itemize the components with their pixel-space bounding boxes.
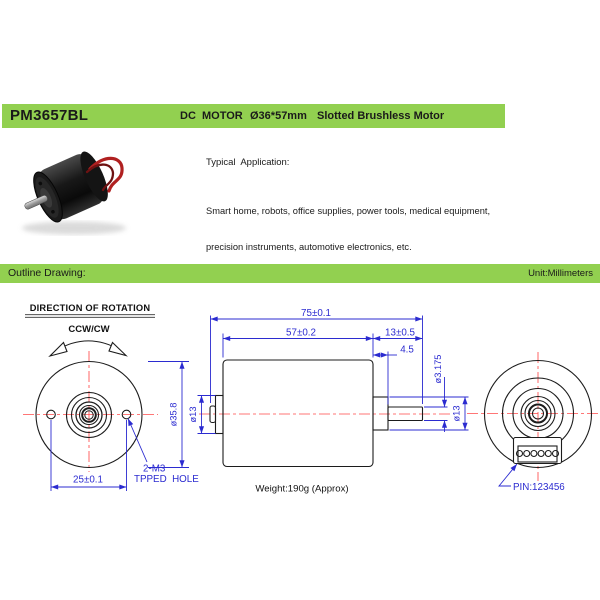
motor-shaft (24, 195, 48, 210)
unit-label: Unit:Millimeters (528, 268, 593, 279)
svg-text:13±0.5: 13±0.5 (385, 328, 415, 339)
front-boss-rings (65, 391, 113, 439)
front-boss (214, 394, 224, 435)
product-description-label: Slotted Brushless Motor (317, 110, 445, 122)
dim-body-length: 57±0.2 (222, 328, 374, 358)
mounting-hole-right (121, 409, 132, 420)
tapped-hole-callout: 2-M3 TPPED HOLE (127, 418, 199, 485)
rear-body-circle (483, 359, 593, 469)
application-line-1: Smart home, robots, office supplies, pow… (206, 205, 491, 216)
application-title: Typical Application: (206, 157, 290, 168)
outline-drawing: DIRECTION OF ROTATION CCW/CW ø35.8 (23, 303, 598, 495)
dim-boss-length: 4.5 (373, 345, 414, 405)
dim-shaft-length: 13±0.5 (373, 328, 423, 342)
outline-drawing-bar: Outline Drawing: Unit:Millimeters (0, 264, 600, 283)
svg-text:ø35.8: ø35.8 (169, 403, 179, 427)
svg-text:2-M3: 2-M3 (143, 464, 166, 475)
mounting-hole-left (46, 409, 56, 420)
motor-wires (85, 156, 124, 193)
rear-shaft (387, 406, 424, 422)
header-bar: PM3657BL DC MOTOR Ø36*57mm Slotted Brush… (2, 104, 505, 128)
dim-shaft-diameter: ø3.175 (424, 355, 448, 432)
svg-text:ø3.175: ø3.175 (433, 355, 443, 384)
application-line-2: precision instruments, automotive electr… (206, 242, 412, 253)
product-type-label: DC MOTOR (180, 110, 243, 122)
dim-outer-diameter: ø35.8 (148, 361, 189, 468)
svg-text:25±0.1: 25±0.1 (73, 475, 103, 486)
dim-front-boss-diameter: ø13 (188, 395, 216, 434)
pin-connector (512, 436, 563, 465)
pin-callout: PIN:123456 (498, 463, 565, 493)
application-text: Smart home, robots, office supplies, pow… (206, 180, 490, 266)
product-photo (22, 151, 126, 235)
rear-view: PIN:123456 (467, 352, 598, 493)
dim-total-length: 75±0.1 (210, 308, 423, 404)
direction-of-rotation-title: DIRECTION OF ROTATION (30, 303, 151, 313)
svg-text:ø13: ø13 (188, 406, 198, 422)
rear-boss (372, 396, 389, 431)
model-number: PM3657BL (10, 107, 89, 124)
front-view: DIRECTION OF ROTATION CCW/CW ø35.8 (23, 303, 199, 491)
product-size-label: Ø36*57mm (250, 110, 307, 122)
photo-shadow (22, 221, 126, 235)
connector-pins (515, 449, 560, 458)
front-shaft-stub (209, 405, 217, 424)
outline-drawing-label: Outline Drawing: (8, 267, 86, 279)
rotation-direction-label: CCW/CW (68, 324, 109, 335)
rotation-arrow (48, 340, 128, 358)
svg-text:TPPED HOLE: TPPED HOLE (134, 474, 199, 485)
dim-rear-boss-diameter: ø13 (389, 396, 469, 431)
side-view: 75±0.1 57±0.2 13±0.5 4.5 ø3.175 (188, 308, 469, 495)
dim-hole-pitch: 25±0.1 (50, 420, 127, 491)
svg-text:PIN:123456: PIN:123456 (513, 482, 565, 493)
svg-text:57±0.2: 57±0.2 (286, 328, 316, 339)
title-double-underline (25, 314, 155, 318)
weight-label: Weight:190g (Approx) (255, 484, 348, 495)
svg-text:ø13: ø13 (452, 405, 462, 421)
svg-text:75±0.1: 75±0.1 (301, 308, 331, 319)
motor-body-outline (222, 359, 374, 468)
front-body-circle (35, 360, 143, 469)
svg-text:4.5: 4.5 (400, 345, 414, 356)
